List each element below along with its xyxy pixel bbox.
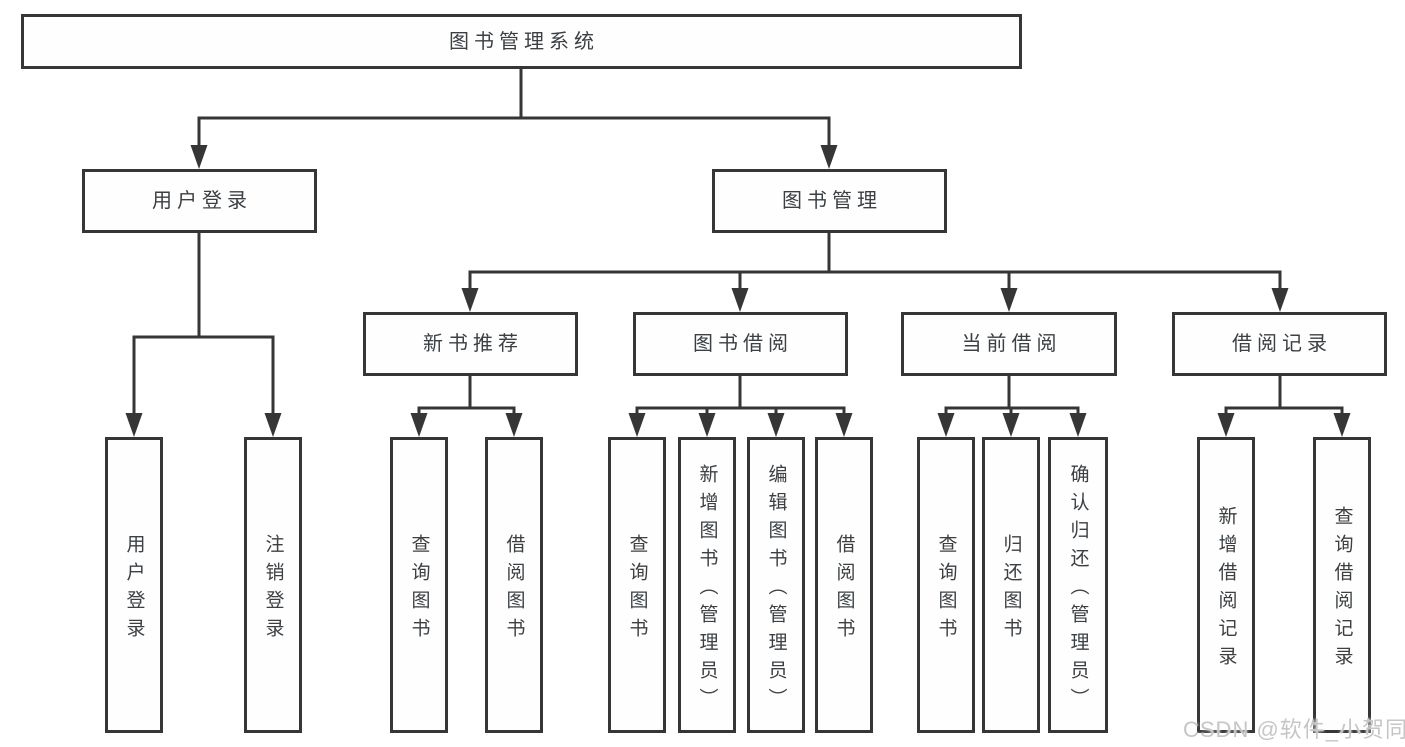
node-current-borrow: 当前借阅: [901, 312, 1117, 376]
node-book-management: 图书管理: [712, 169, 947, 233]
node-root: 图书管理系统: [21, 14, 1022, 69]
node-current-borrow-label: 当前借阅: [961, 333, 1062, 355]
leaf-borrow-books-2: 借阅图书: [815, 437, 873, 733]
watermark-text: CSDN @软件_小贺同学: [1183, 717, 1405, 742]
arrowheads: [125, 145, 1351, 437]
leaf-logout: 注销登录: [244, 437, 302, 733]
leaf-logout-label: 注销登录: [262, 533, 284, 646]
leaf-query-books-2: 查询图书: [608, 437, 666, 733]
node-user-login: 用户登录: [82, 169, 317, 233]
leaf-query-books-3-label: 查询图书: [935, 533, 957, 646]
leaf-query-books-3: 查询图书: [917, 437, 975, 733]
node-borrow-records-label: 借阅记录: [1232, 333, 1332, 355]
leaf-borrow-books-2-label: 借阅图书: [833, 533, 855, 646]
leaf-edit-books-admin-label: 编辑图书（管理员）: [765, 463, 787, 716]
leaf-user-login: 用户登录: [105, 437, 163, 733]
node-book-management-label: 图书管理: [782, 190, 882, 212]
leaf-return-books: 归还图书: [982, 437, 1040, 733]
leaf-add-books-admin: 新增图书（管理员）: [678, 437, 736, 733]
node-book-borrow: 图书借阅: [633, 312, 848, 376]
leaf-add-borrow-record: 新增借阅记录: [1197, 437, 1255, 733]
leaf-add-books-admin-label: 新增图书（管理员）: [696, 463, 718, 716]
leaf-query-borrow-record: 查询借阅记录: [1313, 437, 1371, 733]
leaf-borrow-books-1-label: 借阅图书: [503, 533, 525, 646]
leaf-user-login-label: 用户登录: [123, 533, 145, 646]
leaf-query-borrow-record-label: 查询借阅记录: [1331, 505, 1353, 674]
leaf-borrow-books-1: 借阅图书: [485, 437, 543, 733]
leaf-query-books-1: 查询图书: [390, 437, 448, 733]
node-book-borrow-label: 图书借阅: [693, 333, 793, 355]
node-new-book-recommend: 新书推荐: [363, 312, 578, 376]
leaf-edit-books-admin: 编辑图书（管理员）: [747, 437, 805, 733]
leaf-add-borrow-record-label: 新增借阅记录: [1215, 505, 1237, 674]
leaf-query-books-2-label: 查询图书: [626, 533, 648, 646]
leaf-confirm-return-admin: 确认归还（管理员）: [1048, 437, 1108, 733]
leaf-query-books-1-label: 查询图书: [408, 533, 430, 646]
node-new-book-recommend-label: 新书推荐: [423, 333, 523, 355]
leaf-confirm-return-admin-label: 确认归还（管理员）: [1067, 463, 1089, 716]
leaf-return-books-label: 归还图书: [1000, 533, 1022, 646]
node-user-login-label: 用户登录: [152, 190, 252, 212]
node-root-label: 图书管理系统: [449, 30, 599, 53]
node-borrow-records: 借阅记录: [1172, 312, 1387, 376]
